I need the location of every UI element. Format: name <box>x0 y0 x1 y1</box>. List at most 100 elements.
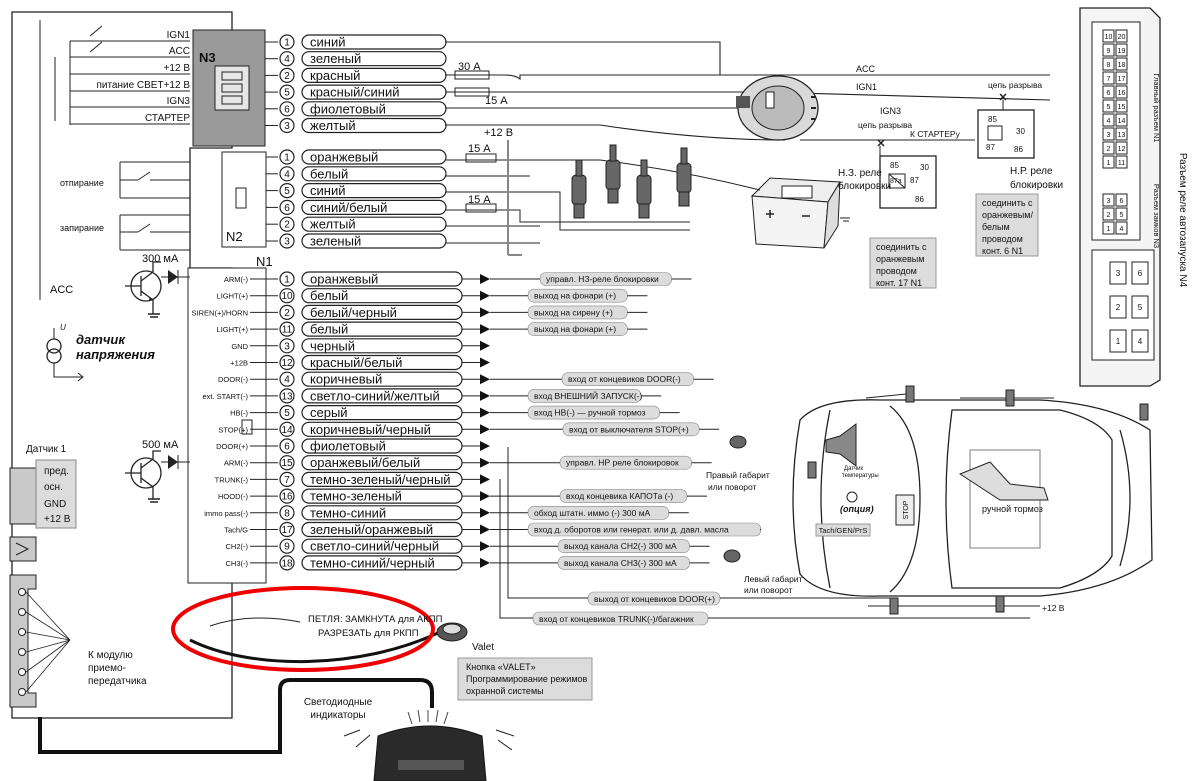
ma300-label: 300 мА <box>142 253 179 265</box>
n1-wire-color: фиолетовый <box>310 439 386 454</box>
nz-pin-30: 30 <box>920 163 929 172</box>
n2-num: 4 <box>284 169 290 180</box>
lamp-icons <box>723 435 747 563</box>
n1-pin-label: CH3(-) <box>226 559 249 568</box>
n2-num-circle <box>279 233 295 249</box>
nr-relay <box>977 109 1035 159</box>
nr-note-5: конт. 6 N1 <box>982 246 1023 256</box>
n2-wire-box <box>301 149 447 165</box>
svg-text:U: U <box>60 323 66 332</box>
nz-relay-title-2: блокировки <box>838 180 891 192</box>
n1-pill-text: обход штатн. иммо (-) 300 мА <box>534 508 651 518</box>
n1-arrow <box>480 457 490 468</box>
n3-num-circle <box>279 101 295 117</box>
right-marker-2: или поворот <box>708 482 757 492</box>
n1-wire-color: зеленый/оранжевый <box>310 522 433 537</box>
nz-relay-title-1: Н.З. реле <box>838 168 882 179</box>
n1-pin-label: LIGHT(+) <box>217 292 249 301</box>
nz-note-1: соединить с <box>876 242 927 252</box>
n1-arrow <box>480 340 490 351</box>
temp-sensor-1: Датчик <box>844 466 863 472</box>
n4-pin-bottom: 3 <box>1107 132 1111 139</box>
n2-wire-box <box>301 216 447 232</box>
handbrake-icon <box>958 461 1049 501</box>
n1-arrow <box>480 557 490 568</box>
n3-num: 1 <box>284 38 290 49</box>
n1-num: 1 <box>284 275 290 286</box>
n1-num: 18 <box>281 558 293 569</box>
car-top-view <box>792 399 1153 597</box>
n3-label: N3 <box>199 50 216 65</box>
bottom-pills: выход от концевиков DOOR(+) вход от конц… <box>499 447 1030 626</box>
pill-door-plus: выход от концевиков DOOR(+) <box>594 594 715 604</box>
n2-wire-box <box>301 183 447 199</box>
option-label: (опция) <box>840 504 874 514</box>
sensor1-line-2: осн. <box>44 482 63 493</box>
n1-pin-label: ARM(-) <box>224 459 249 468</box>
n1-arrow <box>480 390 490 401</box>
n1-num: 2 <box>284 308 290 319</box>
n2-wire-color: синий/белый <box>310 200 387 215</box>
n4-pin-small-b: 2 <box>1107 212 1111 219</box>
nz-pin-85: 85 <box>890 161 899 170</box>
n2-wire-box <box>301 233 447 249</box>
pill-trunk: вход от концевиков TRUNK(-)/багажник <box>539 614 694 624</box>
n1-pill-text: управл. НР реле блокировок <box>566 458 679 468</box>
voltage-sensor-title2: напряжения <box>76 347 155 362</box>
n3-num: 6 <box>284 104 290 115</box>
lock-label: запирание <box>60 223 104 233</box>
n1-wire-color: темно-зеленый/черный <box>310 472 451 487</box>
n4-pin-top: 15 <box>1118 104 1126 111</box>
valet-label: Valet <box>472 642 494 653</box>
n3-num: 3 <box>284 121 290 132</box>
n3-num-circle <box>279 51 295 67</box>
nr-relay-title-2: блокировки <box>1010 179 1063 191</box>
sensor1-plug <box>9 467 37 525</box>
n3-num: 4 <box>284 54 290 65</box>
loop-text-1: ПЕТЛЯ: ЗАМКНУТА для АКПП <box>308 614 443 625</box>
n1-wire-color: темно-синий/черный <box>310 555 435 570</box>
car-stop-label: STOP <box>903 500 910 519</box>
unlock-label: отпирание <box>60 178 104 188</box>
n1-pin-label: HOOD(-) <box>218 492 248 501</box>
n4-pin-top: 17 <box>1118 76 1126 83</box>
sensor1-line-3: GND <box>44 499 66 510</box>
n1-num: 17 <box>281 525 293 536</box>
n1-num-circle <box>279 538 295 554</box>
ign-ign1-label: IGN1 <box>856 82 877 92</box>
nr-note-4: проводом <box>982 234 1023 244</box>
n1-num-circle <box>279 304 295 320</box>
led-label-1: Светодиодные <box>304 697 373 708</box>
n3-left-label: IGN1 <box>167 30 191 41</box>
n1-wire-color: белый <box>310 322 348 337</box>
voltage-sensor-icon: U <box>46 323 84 382</box>
n4-pin-top: 19 <box>1118 48 1126 55</box>
n1-pin-label: CH2(-) <box>226 542 249 551</box>
n3-left-label: +12 В <box>164 63 191 74</box>
n1-num: 5 <box>284 408 290 419</box>
n2-num: 5 <box>284 186 290 197</box>
n1-arrow <box>480 290 490 301</box>
module-line-3: передатчика <box>88 676 147 687</box>
n4-pin-bottom: 5 <box>1107 104 1111 111</box>
horn-icon <box>825 423 857 467</box>
n1-arrow <box>480 541 490 552</box>
car-plus12: +12 В <box>1042 603 1065 613</box>
n4-pin-small-b: 3 <box>1107 198 1111 205</box>
ign-acc-label: ACC <box>856 64 876 74</box>
n1-num-circle <box>279 271 295 287</box>
n1-wire-color: серый <box>310 405 348 420</box>
n1-wire-color: красный/белый <box>310 355 402 370</box>
n1-pin-label: LIGHT(+) <box>217 325 249 334</box>
module-plug-small <box>9 536 37 562</box>
n1-wire-color: коричневый/черный <box>310 422 431 437</box>
n4-main-pin: 3 <box>1116 269 1121 278</box>
n1-pill-text: управл. НЗ-реле блокировки <box>546 274 659 284</box>
n1-arrow <box>480 307 490 318</box>
n1-pill-text: вход концевика КАПОТа (-) <box>566 491 673 501</box>
n4-pin-small-b: 1 <box>1107 226 1111 233</box>
